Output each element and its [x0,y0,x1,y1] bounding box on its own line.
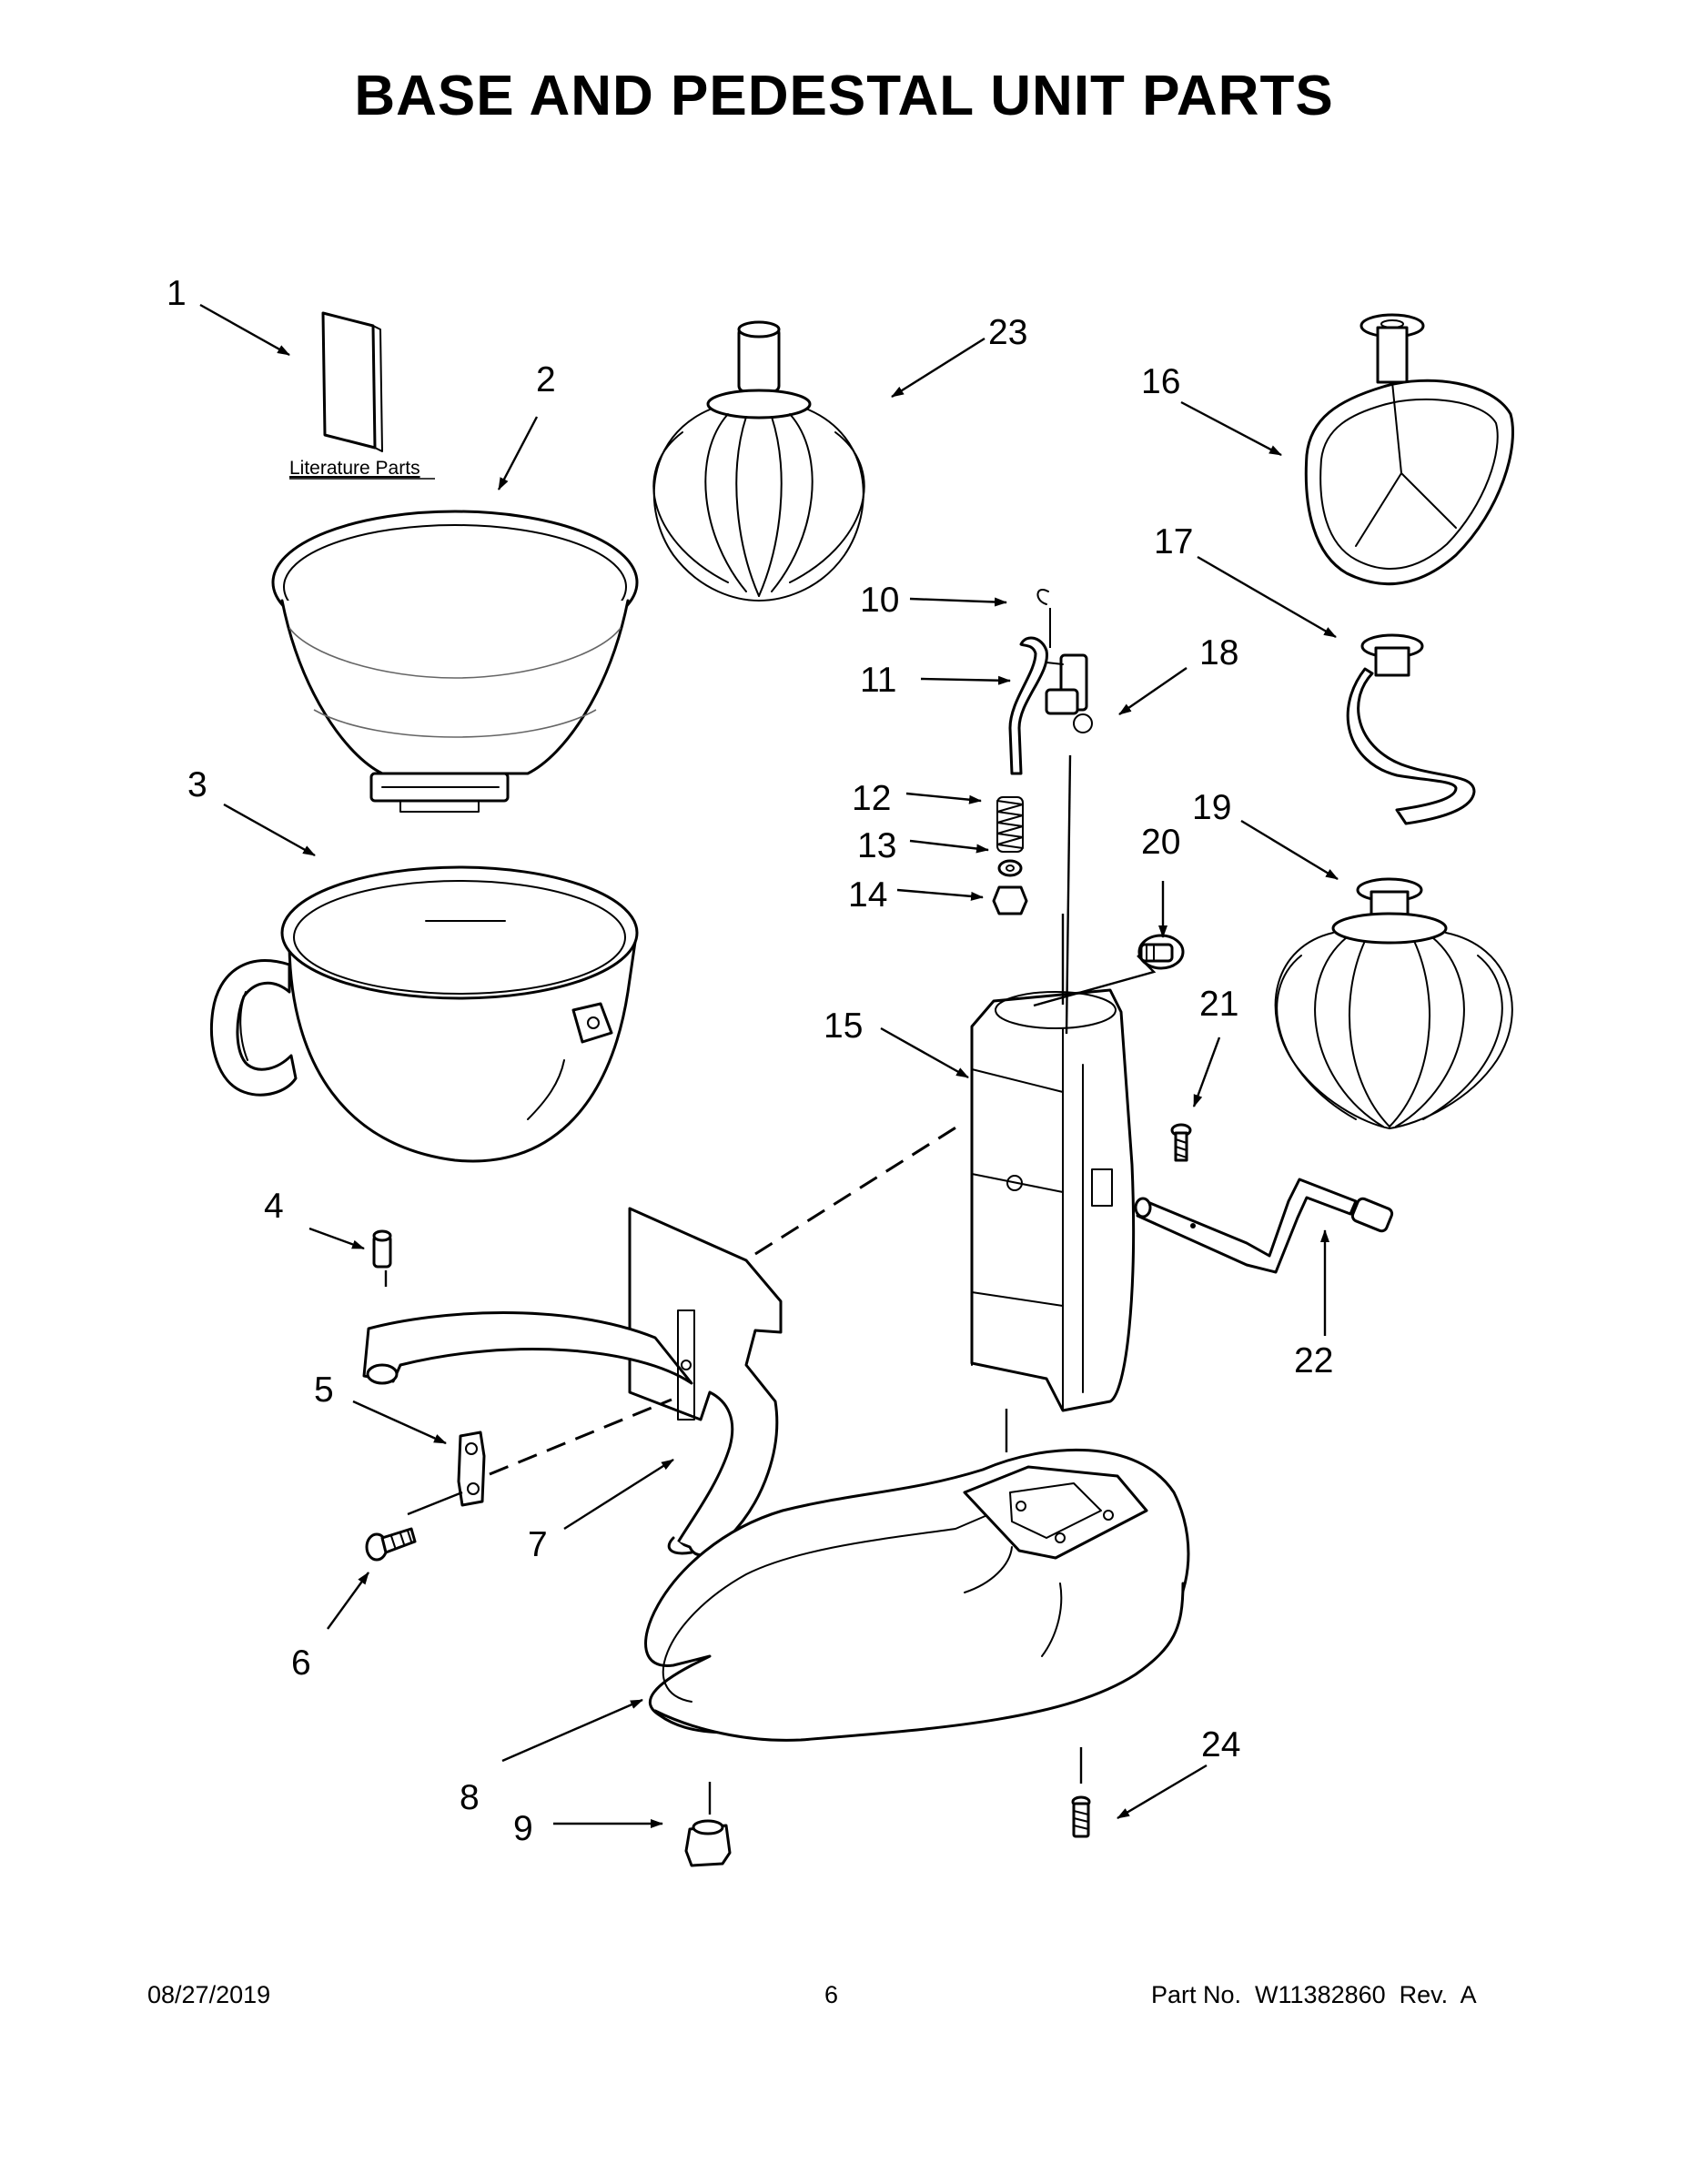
part-19-wire-whip-large [1274,877,1513,1129]
part-7-bowl-clamp-bracket [362,1207,783,1557]
callout-13: 13 [857,826,896,865]
part-10-retaining-clip [1036,589,1049,605]
part-16-flat-beater [1304,313,1514,586]
part-6-screw [365,1527,417,1562]
callout-8: 8 [460,1778,480,1817]
part-20-knob [1137,934,1185,970]
callout-10: 10 [860,581,899,620]
part-1-literature-booklet: Literature Parts [289,311,435,480]
part-15-pedestal-column [970,988,1136,1412]
part-12-spring [996,796,1024,853]
part-24-screw [1071,1795,1091,1838]
callout-1: 1 [167,274,187,313]
part-23-wire-whip [652,320,865,602]
callout-12: 12 [852,779,891,818]
callout-4: 4 [264,1187,284,1226]
part-3-bowl-with-handle [210,865,639,1163]
page-title: BASE AND PEDESTAL UNIT PARTS [354,65,1334,127]
callout-14: 14 [848,875,887,915]
part-13-washer [997,859,1023,877]
callout-9: 9 [513,1809,533,1848]
callout-24: 24 [1201,1725,1240,1764]
callout-5: 5 [314,1370,334,1410]
literature-parts-label: Literature Parts [289,458,420,479]
callout-23: 23 [988,313,1027,352]
part-9-foot [684,1819,732,1867]
callout-2: 2 [536,360,556,399]
part-4-pin [372,1229,392,1269]
part-14-nut [992,885,1028,915]
callout-11: 11 [860,661,897,700]
footer-page-number: 6 [824,1981,839,2008]
callout-20: 20 [1141,823,1180,862]
callout-6: 6 [291,1643,311,1683]
callout-18: 18 [1199,633,1238,672]
callout-3: 3 [187,765,207,804]
part-2-bowl [271,510,639,813]
part-21-screw [1170,1123,1192,1162]
part-18-latch [1045,653,1093,733]
callout-7: 7 [528,1525,548,1564]
callout-17: 17 [1154,522,1193,561]
part-17-dough-hook [1346,633,1476,825]
footer-part-number: Part No. W11382860 Rev. A [1151,1981,1477,2008]
callout-15: 15 [824,1006,863,1046]
callout-19: 19 [1192,788,1231,827]
callout-16: 16 [1141,362,1180,401]
callout-21: 21 [1199,985,1238,1024]
part-11-rod [1008,636,1048,775]
part-22-hinge-pin [1134,1178,1394,1274]
callout-22: 22 [1294,1341,1333,1380]
part-8-base [644,1448,1190,1742]
part-5-clamp-plate [457,1431,486,1507]
footer-date: 08/27/2019 [147,1981,271,2008]
